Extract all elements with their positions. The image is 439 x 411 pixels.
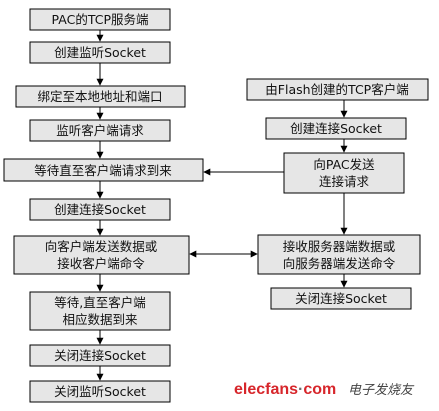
server-step-close-listen: 关闭监听Socket <box>29 380 171 403</box>
server-step1-text: 创建监听Socket <box>54 45 146 60</box>
server-step7-line2: 相应数据到来 <box>62 312 138 327</box>
watermark-cn: 电子发烧友 <box>348 383 415 398</box>
server-step2-text: 绑定至本地地址和端口 <box>37 89 162 104</box>
client-step2-line2: 连接请求 <box>319 174 370 189</box>
server-title-node: PAC的TCP服务端 <box>29 8 171 31</box>
client-step-close-conn: 关闭连接Socket <box>270 287 412 310</box>
client-step3-line2: 向服务器端发送命令 <box>283 256 396 271</box>
client-title-node: 由Flash创建的TCP客户端 <box>246 78 429 101</box>
server-step4-text: 等待直至客户端请求到来 <box>34 163 172 178</box>
watermark-tld: com <box>303 381 336 398</box>
client-step-send-receive: 接收服务器端数据或 向服务器端发送命令 <box>257 234 421 275</box>
client-step4-text: 关闭连接Socket <box>295 291 387 306</box>
server-step-listen-requests: 监听客户端请求 <box>29 119 171 142</box>
watermark-brand: elecfans <box>234 381 298 398</box>
server-step8-text: 关闭连接Socket <box>54 348 146 363</box>
server-step-wait-data: 等待,直至客户端 相应数据到来 <box>29 291 171 331</box>
server-step3-text: 监听客户端请求 <box>56 123 144 138</box>
server-step-wait-request: 等待直至客户端请求到来 <box>3 158 204 182</box>
client-step-send-connect: 向PAC发送 连接请求 <box>283 152 405 194</box>
server-step9-text: 关闭监听Socket <box>54 384 146 399</box>
server-step-close-conn: 关闭连接Socket <box>29 344 171 367</box>
server-title-text: PAC的TCP服务端 <box>52 12 149 27</box>
watermark-dot: · <box>298 381 303 398</box>
server-step-create-listen-socket: 创建监听Socket <box>29 41 171 64</box>
server-step5-text: 创建连接Socket <box>54 202 146 217</box>
client-step3-line1: 接收服务器端数据或 <box>283 239 396 254</box>
elecfans-watermark-logo: elecfans·com 电子发烧友 <box>234 381 415 398</box>
client-step1-text: 创建连接Socket <box>290 121 382 136</box>
server-step6-line1: 向客户端发送数据或 <box>45 239 158 254</box>
client-step2-line1: 向PAC发送 <box>313 157 375 172</box>
server-step-create-conn-socket: 创建连接Socket <box>29 198 171 221</box>
server-step-bind-address: 绑定至本地地址和端口 <box>15 85 186 108</box>
svg-text:elecfans·com: elecfans·com <box>234 381 336 398</box>
server-step7-line1: 等待,直至客户端 <box>54 295 145 310</box>
server-step-send-receive: 向客户端发送数据或 接收客户端命令 <box>13 235 190 275</box>
client-title-text: 由Flash创建的TCP客户端 <box>265 82 408 97</box>
client-step-create-conn-socket: 创建连接Socket <box>265 117 407 140</box>
server-step6-line2: 接收客户端命令 <box>57 256 145 271</box>
